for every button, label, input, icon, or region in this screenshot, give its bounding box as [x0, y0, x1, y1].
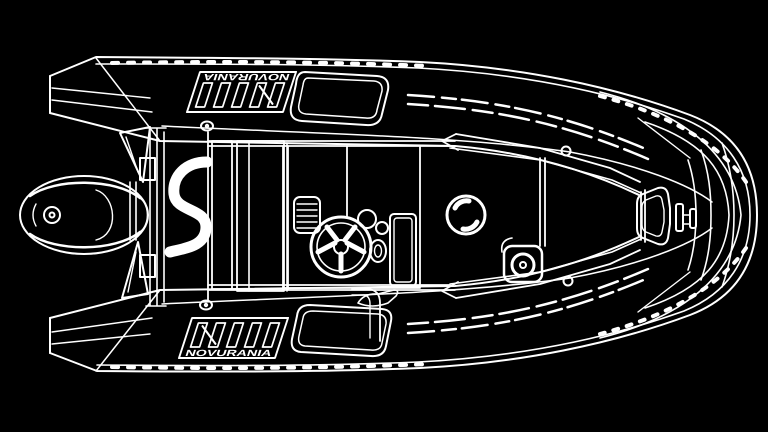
deck-emblem	[445, 194, 487, 236]
bow-eye-pins	[682, 214, 691, 225]
stripe-top-1	[406, 93, 650, 152]
cowling-front-cap	[43, 206, 61, 224]
tube-hatches	[289, 71, 393, 358]
steering-wheel-spokes	[315, 224, 367, 274]
starboard-tube-seam	[161, 227, 713, 305]
stern-panel-wide	[236, 140, 285, 292]
grab-rail-top-inner	[449, 147, 642, 194]
bow-contour-4	[700, 149, 712, 281]
grab-rail-bottom-inner	[449, 238, 642, 285]
port-hatch-outer	[289, 71, 390, 127]
tube-outer-edge	[49, 56, 758, 373]
rubstrake-hatch-bow-bottom	[598, 246, 748, 336]
bow-contour-1	[599, 91, 742, 339]
line-art-root: NOVURANIA NOVURANIA	[19, 56, 758, 373]
logo-bars-bottom	[189, 322, 281, 348]
transom-and-mount	[119, 120, 214, 311]
deck-latch-box	[502, 244, 544, 284]
stripe-top-2	[406, 102, 650, 161]
port-cone-lines	[51, 87, 153, 113]
vent-grille-slats	[296, 203, 318, 229]
deck-latch-ring	[510, 252, 536, 278]
cowling-front-line	[32, 203, 37, 227]
novurania-wordmark-top: NOVURANIA	[201, 72, 291, 82]
grab-rail-top	[455, 133, 641, 183]
grab-rail-top-end	[441, 133, 459, 151]
gauge-3	[369, 239, 387, 263]
rubstrake-hatch-bow-top	[598, 94, 748, 184]
steering-rods	[129, 181, 137, 241]
helm-console	[282, 145, 421, 290]
bow-step-ring	[636, 186, 671, 246]
port-tube-seam	[161, 125, 713, 203]
gauge-2	[375, 221, 389, 235]
deck-cleat	[357, 289, 399, 307]
tilt-bracket-bottom-line	[127, 251, 137, 293]
console-left-wall	[282, 145, 289, 290]
bow-eye-right	[689, 208, 697, 229]
novurania-logo-bottom: NOVURANIA	[177, 317, 290, 359]
bow-details	[636, 186, 697, 246]
gauge-1	[357, 209, 377, 229]
deck-fitting-top	[200, 120, 214, 132]
cowling-front-dot	[48, 211, 56, 219]
rubstrake-hatch-bottom	[110, 362, 432, 370]
bow-eye-left	[675, 203, 684, 232]
logo-flag-bottom	[177, 317, 290, 359]
tilt-bracket-bottom	[121, 241, 149, 299]
stern-panel-narrow	[211, 140, 233, 290]
deck-fitting-bottom-dot	[203, 302, 209, 308]
console-vent-grille	[293, 196, 321, 234]
grab-rail-bottom	[455, 249, 641, 299]
clamp-top	[139, 157, 156, 181]
logo-bars-top	[194, 82, 286, 108]
bow-contour-2	[644, 121, 730, 309]
novurania-logo-top: NOVURANIA	[185, 71, 298, 113]
deck-fitting-bottom	[199, 299, 213, 311]
transom-board	[145, 127, 167, 307]
tilt-bracket-top	[119, 126, 151, 183]
rail-knob-bottom	[562, 275, 574, 287]
bow-bulkhead	[640, 189, 646, 243]
tube-outer-edge-inner	[95, 63, 751, 367]
bow-contour-5	[721, 142, 735, 288]
rubstrake-hatch-top	[110, 60, 432, 68]
starboard-cone-lines	[51, 317, 153, 345]
starboard-hatch-outer	[290, 304, 393, 358]
cowling-mid-seam	[95, 189, 114, 241]
deck-fitting-top-dot	[204, 123, 210, 129]
gauge-3-inner	[373, 244, 383, 258]
tilt-bracket-top-line	[125, 136, 139, 173]
port-hatch-inner	[297, 77, 383, 119]
engine-cowling	[19, 175, 149, 255]
starboard-hatch-inner	[297, 310, 387, 351]
cowling-rear-seam	[139, 197, 149, 233]
deck-latch-pin	[519, 261, 527, 269]
fuel-hose	[164, 156, 213, 258]
stripe-bottom-2	[406, 267, 650, 326]
bow-step-ring-inner	[641, 195, 665, 237]
deck	[207, 131, 642, 342]
deck-mat-corner-inner	[351, 294, 371, 339]
deck-mat-corner	[351, 288, 381, 342]
clamp-bottom	[139, 254, 156, 278]
deck-emblem-arc-1	[452, 198, 472, 211]
rail-knob-top	[560, 145, 572, 157]
grab-rail-bottom-end	[441, 281, 459, 299]
seat-back-line	[539, 157, 546, 247]
stripe-bottom-1	[406, 276, 650, 335]
novurania-wordmark-bottom: NOVURANIA	[184, 348, 274, 358]
bow-shoulder-seams	[637, 117, 691, 313]
console-door-inner	[393, 217, 413, 283]
outboard-engine	[19, 175, 149, 255]
console-door	[389, 213, 417, 287]
deck-emblem-arc-2	[460, 219, 480, 232]
stern-panel-lines	[248, 140, 288, 292]
logo-flag-top	[185, 71, 298, 113]
deck-latch-edge	[500, 237, 513, 253]
